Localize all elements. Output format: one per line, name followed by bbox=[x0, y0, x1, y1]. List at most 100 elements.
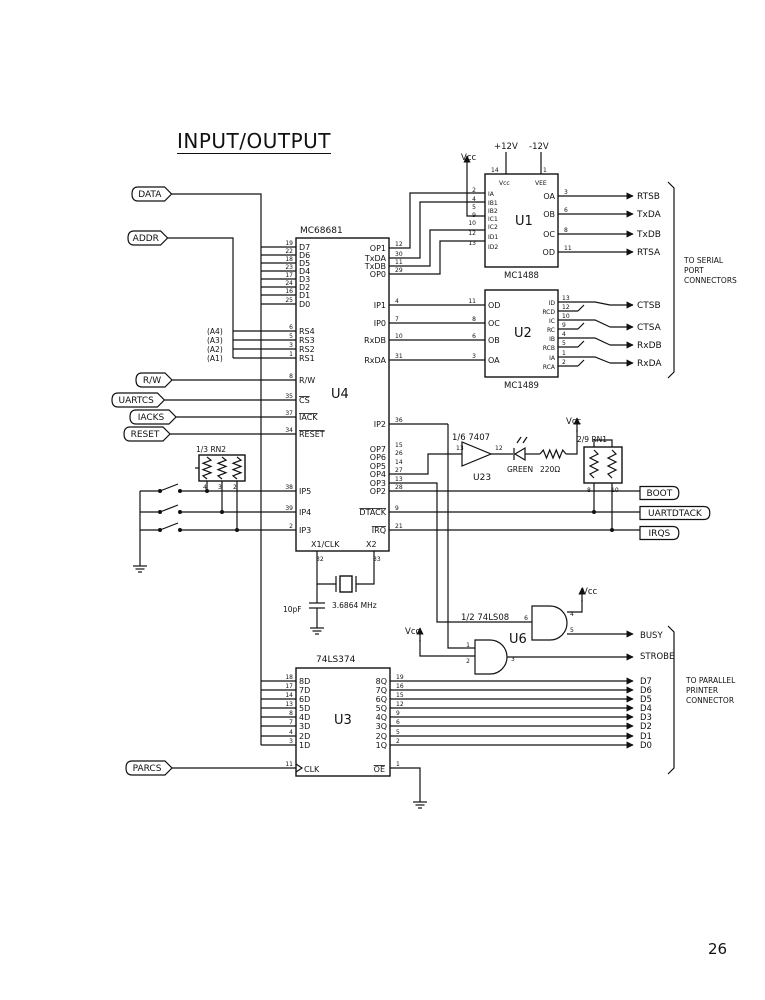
u1-vee-pin-label: VEE bbox=[535, 180, 547, 187]
led-vcc-wire bbox=[566, 430, 578, 455]
led-resistor-label: 220Ω bbox=[540, 465, 560, 474]
u23-ref-label: U23 bbox=[473, 473, 491, 483]
u1-vcc-wire bbox=[466, 170, 485, 217]
u6-pin-num: 1 bbox=[466, 642, 470, 649]
u3-pin-2d-label: 2D bbox=[299, 732, 310, 741]
u6-vcc-wire bbox=[567, 600, 583, 613]
u1-pin-id2-label: ID2 bbox=[488, 244, 498, 251]
u4-pin-num: 15 bbox=[395, 442, 403, 449]
u4-pin-num: 36 bbox=[395, 417, 403, 424]
u4-pin-txda-label: TxDA bbox=[364, 254, 387, 263]
switch-icon bbox=[159, 522, 179, 531]
u4-pin-d1-label: D1 bbox=[299, 291, 310, 300]
junction-dot bbox=[592, 510, 596, 514]
u3-pin-6d-label: 6D bbox=[299, 695, 310, 704]
u4-pin-ip4-label: IP4 bbox=[299, 508, 311, 517]
u4-pin-num: 6 bbox=[289, 324, 293, 331]
serial-bracket bbox=[667, 181, 675, 379]
u3-pin-num: 12 bbox=[396, 701, 404, 708]
u3-pin-num: 13 bbox=[285, 701, 293, 708]
led-ray bbox=[522, 436, 528, 444]
oe-ground-wire bbox=[390, 767, 421, 796]
u4-pin-num: 37 bbox=[285, 410, 293, 417]
u4-pin-ip1-label: IP1 bbox=[374, 301, 386, 310]
u1-vcc-label: Vcc bbox=[461, 153, 476, 163]
u3-pin-7d-label: 7D bbox=[299, 686, 310, 695]
u4-pin-num: 13 bbox=[395, 476, 403, 483]
u1-pin-num: 10 bbox=[468, 220, 476, 227]
crystal-freq-label: 3.6864 MHz bbox=[332, 601, 377, 610]
u2-pin-num: 6 bbox=[472, 333, 476, 340]
u3-pin-8q-label: 8Q bbox=[376, 677, 387, 686]
u2-rc-stub bbox=[577, 304, 585, 312]
u2-in-wire bbox=[558, 337, 611, 346]
u2-pin-ib-label: IB bbox=[549, 336, 555, 343]
u4-pin-op0-label: OP0 bbox=[370, 270, 386, 279]
irqs-output-label: IRQS bbox=[649, 529, 671, 539]
junction-dot bbox=[158, 510, 162, 514]
u4-pin-num: 18 bbox=[285, 256, 293, 263]
u1-ref-label: U1 bbox=[515, 214, 533, 229]
u4-pin-ip3-label: IP3 bbox=[299, 526, 311, 535]
u3-pin-6q-label: 6Q bbox=[376, 695, 387, 704]
u1-pin-id1-label: ID1 bbox=[488, 234, 498, 241]
u2-pin-rcb-label: RCB bbox=[543, 345, 555, 352]
u4-pin-dtack-label: DTACK bbox=[359, 508, 386, 517]
u4-pin-op4-label: OP4 bbox=[370, 470, 386, 479]
u3-pin-1q-label: 1Q bbox=[376, 741, 387, 750]
u1-pin-num: 5 bbox=[472, 204, 476, 211]
u4-pin-num: 39 bbox=[285, 505, 293, 512]
u4-pin-num: 38 bbox=[285, 484, 293, 491]
u6-in2-wire bbox=[419, 640, 475, 657]
switch-icon bbox=[159, 504, 179, 513]
u2-pin-od-label: OD bbox=[488, 301, 500, 310]
u23-pin-num: 13 bbox=[456, 445, 464, 452]
rn1-box bbox=[583, 446, 623, 484]
u4-pin-rw-label: R/W bbox=[299, 376, 315, 385]
u4-pin-iack-label: IACK bbox=[299, 413, 318, 422]
u1-pin-num: 13 bbox=[468, 240, 476, 247]
u1-pin-ib2-label: IB2 bbox=[488, 208, 498, 215]
u4-box bbox=[295, 237, 390, 552]
u1-minus12-label: -12V bbox=[529, 142, 549, 152]
u2-rc-stub bbox=[577, 359, 585, 367]
rn2-resistor bbox=[216, 456, 228, 480]
data-bus bbox=[171, 193, 262, 304]
serial-note-0: TO SERIAL bbox=[683, 256, 724, 265]
u3-clk-label: CLK bbox=[304, 765, 320, 774]
u3-oe-label: OE bbox=[374, 765, 385, 774]
u4-pin-num: 33 bbox=[373, 556, 381, 563]
led-color-label: GREEN bbox=[507, 465, 533, 474]
rw-input-label: R/W bbox=[143, 376, 161, 386]
u4-pin-op3-label: OP3 bbox=[370, 479, 386, 488]
rn2-resistor bbox=[201, 456, 213, 480]
u4-pin-num: 28 bbox=[395, 484, 403, 491]
u4-x1clk-label: X1/CLK bbox=[311, 540, 340, 549]
u23-buffer-icon bbox=[461, 441, 493, 467]
u2-pin-num: 9 bbox=[562, 322, 566, 329]
u1-pin-od-label: OD bbox=[543, 248, 555, 257]
u3-pin-num: 3 bbox=[289, 738, 293, 745]
rn1-label: 2/9 RN1 bbox=[577, 435, 607, 444]
u3-pin-num: 5 bbox=[396, 729, 400, 736]
u3-pin-num: 8 bbox=[289, 710, 293, 717]
signal-ctsb-label: CTSB bbox=[637, 301, 661, 311]
signal-rtsa-label: RTSA bbox=[637, 248, 661, 258]
u4-pin-num: 25 bbox=[285, 297, 293, 304]
junction-dot bbox=[158, 489, 162, 493]
u3-box bbox=[295, 667, 391, 777]
txdb-to-u1 bbox=[389, 229, 485, 267]
u1-vcc-pin-label: Vcc bbox=[499, 180, 510, 187]
u1-pin-oc-label: OC bbox=[543, 230, 555, 239]
printer-data-d6-label: D6 bbox=[640, 686, 652, 696]
u4-pin-num: 24 bbox=[285, 280, 293, 287]
u1-plus12-label: +12V bbox=[494, 142, 518, 152]
u4-pin-num: 9 bbox=[395, 505, 399, 512]
data-input-label: DATA bbox=[138, 190, 162, 200]
u2-pin-num: 3 bbox=[472, 353, 476, 360]
ip2-down-wire bbox=[447, 424, 462, 649]
u1-pin-num: 1 bbox=[543, 167, 547, 174]
u4-pin-op7-label: OP7 bbox=[370, 445, 386, 454]
u4-pin-num: 21 bbox=[395, 523, 403, 530]
serial-note-2: CONNECTORS bbox=[684, 276, 737, 285]
